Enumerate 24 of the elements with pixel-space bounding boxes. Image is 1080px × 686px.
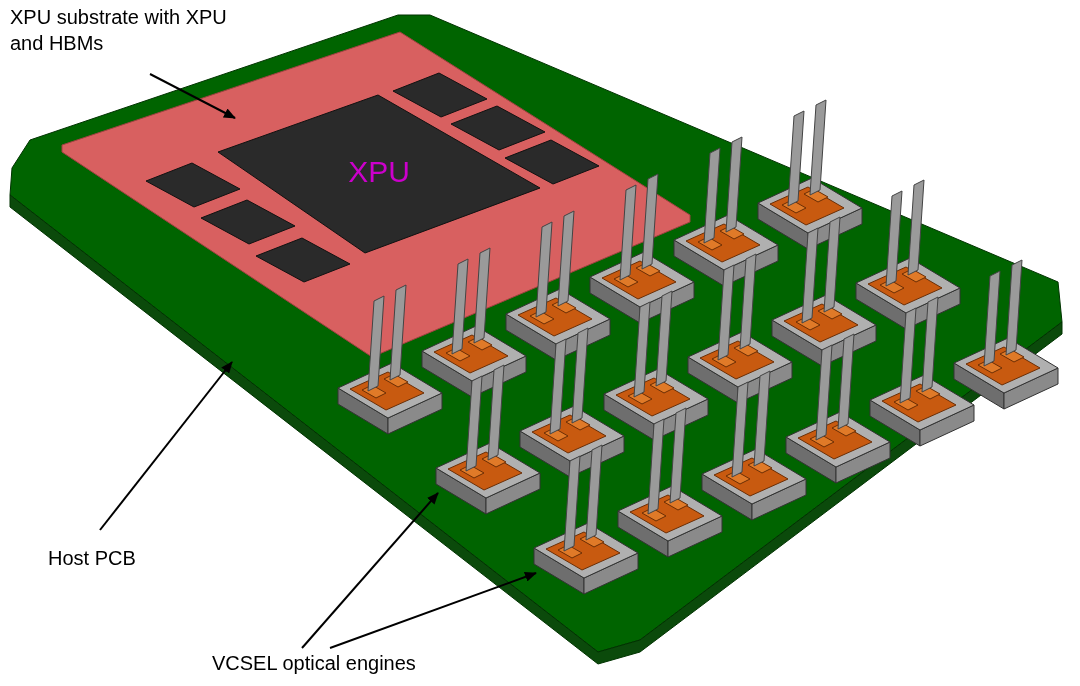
optical-engine-drawing <box>618 408 722 557</box>
callout-text: VCSEL optical engines <box>212 650 472 676</box>
optical-engine-drawing <box>758 100 862 249</box>
leader-line <box>149 73 236 119</box>
chip-label: XPU <box>348 155 410 190</box>
callout-text: XPU substrate with XPU and HBMs <box>10 4 240 56</box>
optical-engine-drawing <box>702 371 806 520</box>
optical-engine-drawing <box>870 297 974 446</box>
leader-line <box>301 492 439 649</box>
memory-chip <box>505 140 599 184</box>
memory-chip <box>201 200 295 244</box>
optical-engine-drawing <box>786 334 890 483</box>
leader-line <box>99 361 233 531</box>
memory-chip <box>451 106 545 150</box>
optical-engine-drawing <box>856 180 960 329</box>
memory-chip <box>256 238 350 282</box>
optical-engine-drawing <box>338 285 442 434</box>
memory-chip <box>146 163 240 207</box>
optical-engine-drawing <box>534 445 638 594</box>
memory-chip <box>393 73 487 117</box>
leader-line <box>329 572 537 649</box>
optical-engine-drawing <box>954 260 1058 409</box>
callout-text: Host PCB <box>48 545 168 571</box>
optical-engine-drawing <box>436 365 540 514</box>
